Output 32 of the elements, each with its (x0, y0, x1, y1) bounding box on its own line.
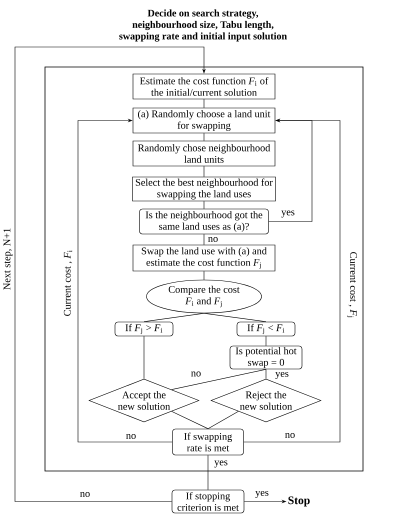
side-label: Current cost , F$_{j}$ (347, 252, 357, 318)
arrow (78, 118, 172, 442)
rounded-box: If F$_{j}$ > F$_{i}$ (114, 322, 174, 336)
connector-line (208, 411, 239, 429)
arrow (14, 46, 206, 502)
edge-label: no (207, 236, 219, 243)
process-box: Select the best neighbourhood for swapping the land uses (132, 176, 276, 202)
edge-label: no (125, 433, 137, 440)
edge-label: yes (274, 371, 290, 380)
rounded-box: If F$_{j}$ < F$_{i}$ (236, 322, 296, 336)
side-label: Current cost , F$_{i}$ (64, 250, 72, 316)
edge-label: yes (213, 460, 229, 468)
title: Decide on search strategy, neighbourhood size, Tabu length, swapping rate and initial input solution (119, 9, 287, 42)
process-box: Randomly chose neighbourhood land units (132, 140, 276, 166)
rounded-box: If stopping criterion is met (172, 490, 244, 514)
stop-label: Stop (288, 496, 310, 507)
edge-label: no (284, 432, 296, 439)
connector-line (171, 369, 266, 390)
rounded-box: If swapping rate is met (172, 428, 244, 456)
edge-label: no (79, 491, 91, 498)
edge-label: yes (280, 210, 296, 218)
rounded-box: Is the neighbourhood got the same land uses as (a)? (139, 208, 269, 234)
edge-label: no (190, 370, 202, 378)
connector-line (171, 411, 208, 429)
edge-label: yes (254, 490, 270, 499)
process-box: (a) Randomly choose a land unit for swapping (132, 108, 276, 134)
connector-line (144, 313, 204, 322)
frame (44, 66, 364, 472)
connector-line (204, 313, 266, 322)
process-box: Swap the land use with (a) and estimate the cost function F$_{j}$ (132, 244, 276, 272)
side-label: Next step, N+1 (4, 228, 12, 290)
process-box: Estimate the cost function F$_{i}$ of the initial/current solution (132, 74, 276, 100)
